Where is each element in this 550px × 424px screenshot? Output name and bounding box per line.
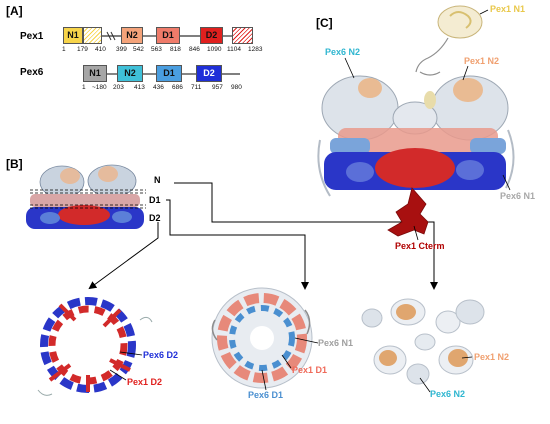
label-pex6-d1: Pex6 D1 <box>248 390 284 400</box>
panel-b-label: [B] <box>6 157 23 171</box>
level-label-d1: D1 <box>149 195 161 205</box>
pex6-d2-domain: D2 <box>196 65 222 82</box>
d1-ring-top-view <box>211 287 313 389</box>
pex6-d1-domain: D1 <box>156 65 182 82</box>
pex1-num-9: 1090 <box>207 46 222 53</box>
label-pex6-d2: Pex6 D2 <box>143 350 179 360</box>
pex1-d2-domain: D2 <box>200 27 223 44</box>
panel-c-label: [C] <box>316 16 333 30</box>
pex1-num-3: 410 <box>95 46 106 53</box>
pex1-n1-domain: N1 <box>63 27 83 44</box>
label-pex6-n1: Pex6 N1 <box>500 191 536 201</box>
d2-ring-top-view <box>37 297 153 396</box>
label-pex6-n2: Pex6 N2 <box>325 47 361 57</box>
pex6-n2-domain: N2 <box>117 65 143 82</box>
pex6-num-3: 203 <box>113 84 124 91</box>
pex6-num-2: ~180 <box>92 84 107 91</box>
label-pex1-d1: Pex1 D1 <box>292 365 328 375</box>
level-label-n: N <box>154 175 161 185</box>
pex6-num-8: 957 <box>212 84 223 91</box>
pex1-num-2: 179 <box>77 46 88 53</box>
label-pex1-n1: Pex1 N1 <box>490 4 526 14</box>
pex1-num-6: 563 <box>151 46 162 53</box>
pex1-num-8: 846 <box>189 46 200 53</box>
pex1-num-10: 1104 <box>227 46 241 53</box>
pex6-name: Pex6 <box>20 67 44 78</box>
pex6-num-6: 686 <box>172 84 183 91</box>
panel-c-leader-lines <box>344 9 511 241</box>
level-dashed-lines <box>30 189 146 209</box>
label-pex1-n2-right: Pex1 N2 <box>474 352 510 362</box>
label-pex1-cterm: Pex1 Cterm <box>395 241 445 251</box>
pex1-num-1: 1 <box>62 46 66 53</box>
panel-b-leader-lines <box>109 337 473 393</box>
pex6-n1-domain: N1 <box>83 65 107 82</box>
level-label-d2: D2 <box>149 213 161 223</box>
label-pex6-n2-right: Pex6 N2 <box>430 389 466 399</box>
pex1-num-11: 1283 <box>248 46 263 53</box>
label-pex1-n2: Pex1 N2 <box>464 56 500 66</box>
complex-side-view <box>26 164 144 229</box>
label-pex1-d2: Pex1 D2 <box>127 377 163 387</box>
pex1-name: Pex1 <box>20 31 44 42</box>
panel-a-label: [A] <box>6 4 23 18</box>
pex6-num-4: 413 <box>134 84 145 91</box>
pex1-break-mark <box>106 31 116 41</box>
full-complex-structure <box>317 5 515 237</box>
pex6-num-9: 980 <box>231 84 242 91</box>
pex1-n1-hatched-region <box>83 27 102 44</box>
pex1-n2-domain: N2 <box>121 27 143 44</box>
pex1-num-7: 818 <box>170 46 181 53</box>
pex1-d1-domain: D1 <box>156 27 180 44</box>
pex6-num-5: 436 <box>153 84 164 91</box>
pex1-num-4: 399 <box>116 46 127 53</box>
pex1-cterm-hatched-region <box>232 27 253 44</box>
level-arrows <box>88 182 438 290</box>
pex6-num-7: 711 <box>191 84 202 91</box>
pex1-num-5: 542 <box>133 46 144 53</box>
label-pex6-n1-mid: Pex6 N1 <box>318 338 354 348</box>
pex6-num-1: 1 <box>82 84 86 91</box>
n-domains-top-view <box>361 298 485 385</box>
